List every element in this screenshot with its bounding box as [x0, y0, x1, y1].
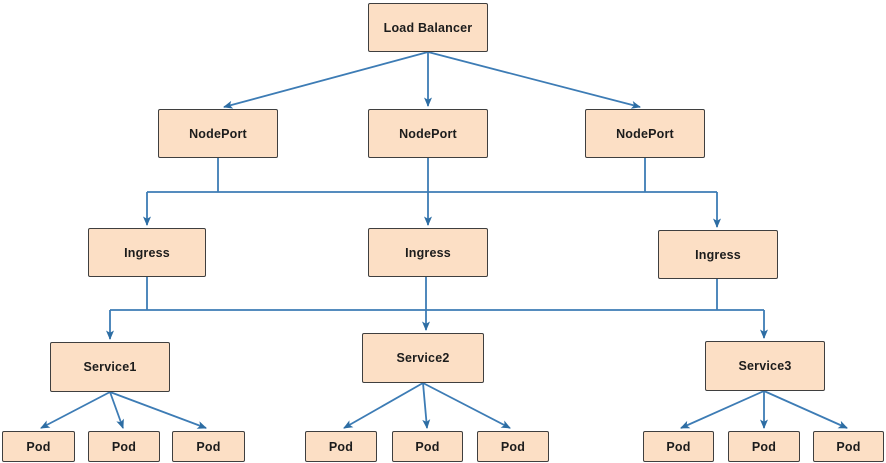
node-pod-7: Pod: [643, 431, 714, 462]
edge-lb-to-nodeport-1: [223, 51, 429, 109]
node-nodeport-3: NodePort: [585, 109, 705, 158]
edge-service-1-to-pod-3: [109, 391, 207, 429]
node-pod-8: Pod: [728, 431, 800, 462]
node-load-balancer: Load Balancer: [368, 3, 488, 52]
node-service-3: Service3: [705, 341, 825, 391]
node-nodeport-1: NodePort: [158, 109, 278, 158]
edge-service-1-to-pod-1: [40, 391, 111, 429]
node-ingress-2: Ingress: [368, 228, 488, 277]
node-pod-4: Pod: [305, 431, 377, 462]
node-ingress-1: Ingress: [88, 228, 206, 277]
node-pod-6: Pod: [477, 431, 549, 462]
node-pod-1: Pod: [2, 431, 75, 462]
edge-lb-to-nodeport-3: [427, 51, 641, 109]
node-nodeport-2: NodePort: [368, 109, 488, 158]
node-service-2: Service2: [362, 333, 484, 383]
node-ingress-3: Ingress: [658, 230, 778, 279]
edge-service-2-to-pod-1: [343, 382, 424, 429]
edge-service-2-to-pod-3: [422, 382, 511, 429]
node-service-1: Service1: [50, 342, 170, 392]
edge-service-2-to-pod-2: [422, 382, 431, 429]
node-pod-2: Pod: [88, 431, 160, 462]
edge-service-1-to-pod-2: [109, 391, 124, 429]
node-pod-3: Pod: [172, 431, 245, 462]
node-pod-5: Pod: [392, 431, 463, 462]
edge-service-3-to-pod-3: [763, 390, 848, 429]
edge-service-3-to-pod-1: [680, 390, 765, 429]
node-pod-9: Pod: [813, 431, 884, 462]
